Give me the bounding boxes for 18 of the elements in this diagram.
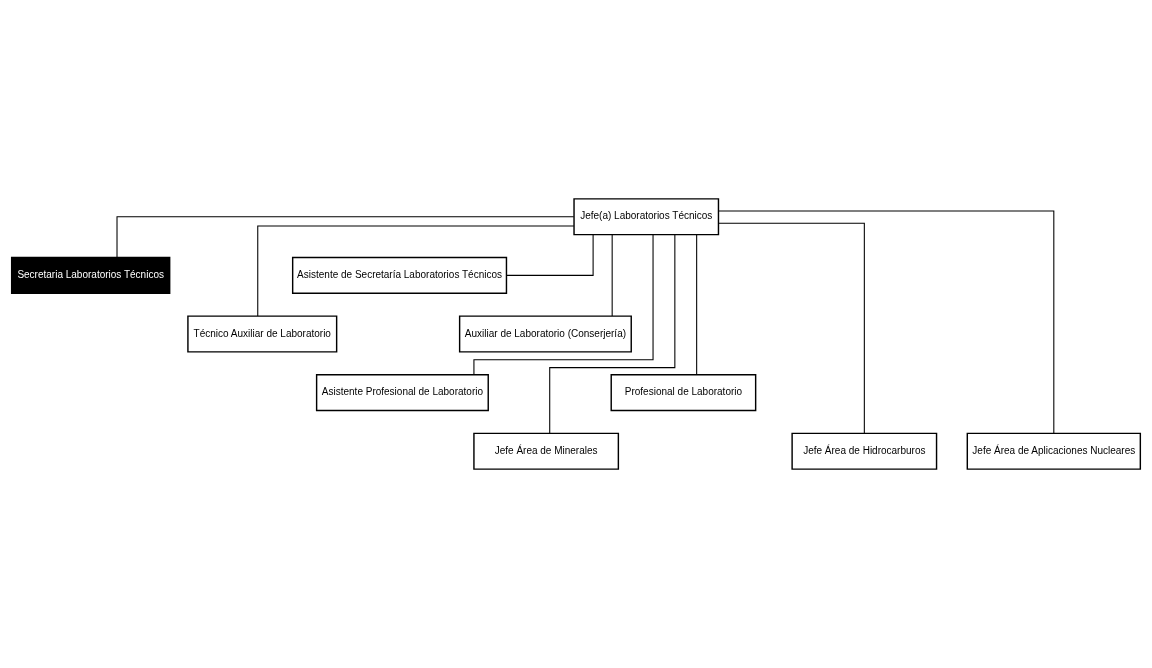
node-box: Asistente Profesional de Laboratorio (315, 374, 489, 412)
connector (696, 234, 698, 376)
node-box: Jefe Área de Minerales (473, 432, 620, 470)
connector (718, 210, 1055, 434)
connector (718, 222, 865, 434)
connector (257, 225, 575, 317)
connector (506, 234, 594, 276)
node-box: Auxiliar de Laboratorio (Conserjería) (458, 315, 632, 353)
connector (549, 234, 676, 434)
node-box: Técnico Auxiliar de Laboratorio (187, 315, 338, 353)
node-box: Profesional de Laboratorio (610, 374, 757, 412)
node-box: Jefe Área de Aplicaciones Nucleares (966, 432, 1142, 470)
node-box: Secretaria Laboratorios Técnicos (10, 256, 171, 294)
node-box: Jefe Área de Hidrocarburos (791, 432, 938, 470)
node-box: Jefe(a) Laboratorios Técnicos (573, 198, 720, 236)
node-box: Asistente de Secretaría Laboratorios Técnicos (291, 256, 508, 294)
connector (611, 234, 613, 317)
connector (116, 216, 575, 258)
